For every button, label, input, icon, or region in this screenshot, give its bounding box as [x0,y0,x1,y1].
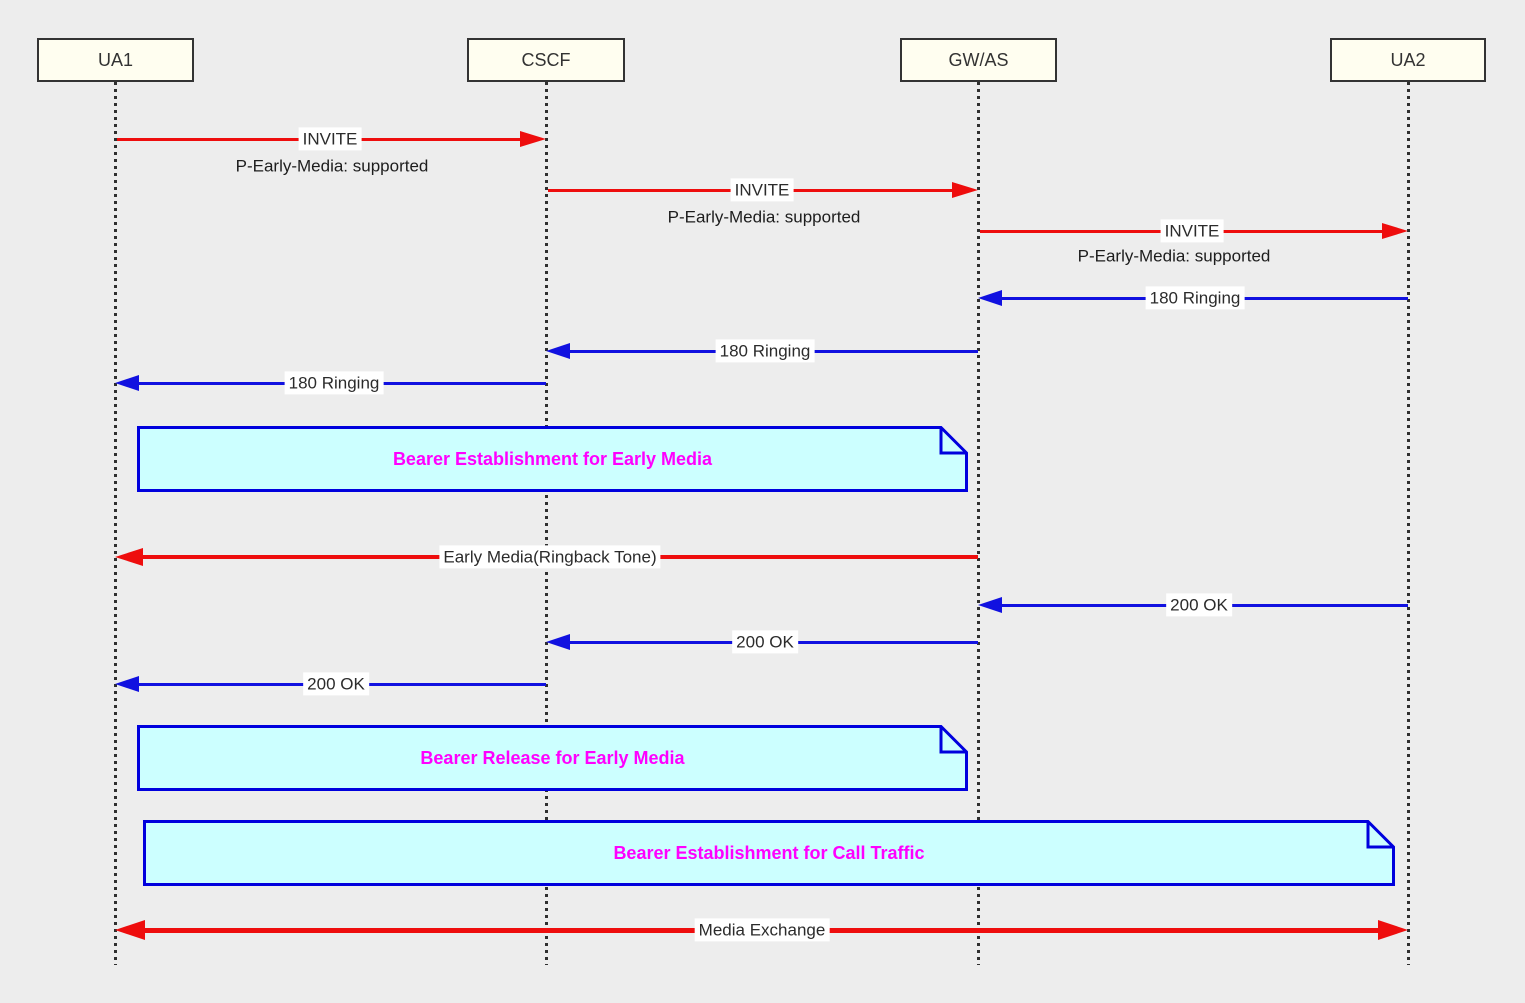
actor-label-gwas: GW/AS [948,49,1009,70]
note-text: Bearer Establishment for Call Traffic [613,842,925,863]
lifeline-gwas [977,82,980,965]
arrowhead-right-icon [1378,920,1408,940]
message-label: 180 Ringing [1145,286,1245,310]
message-label: 200 OK [1166,593,1232,617]
note-bearer-establishment-call-traffic: Bearer Establishment for Call Traffic [143,820,1395,886]
message-label: INVITE [1160,219,1224,243]
note-bearer-establishment-early-media: Bearer Establishment for Early Media [137,426,968,492]
message-sublabel: P-Early-Media: supported [667,207,861,227]
note-bearer-release-early-media: Bearer Release for Early Media [137,725,968,791]
arrowhead-left-icon [978,597,1002,613]
actor-box-ua1: UA1 [37,38,194,82]
note-text: Bearer Release for Early Media [420,747,685,768]
arrowhead-left-icon [115,375,139,391]
arrowhead-left-icon [115,920,145,940]
lifeline-ua2 [1407,82,1410,965]
actor-box-gwas: GW/AS [900,38,1057,82]
arrowhead-left-icon [546,634,570,650]
message-label: Early Media(Ringback Tone) [439,545,661,569]
actor-box-ua2: UA2 [1330,38,1486,82]
message-label: INVITE [730,178,794,202]
arrowhead-right-icon [952,182,978,198]
arrowhead-left-icon [115,548,143,566]
message-label: INVITE [298,127,362,151]
note-shape [137,725,968,791]
note-text: Bearer Establishment for Early Media [392,448,713,469]
message-label: 200 OK [303,672,369,696]
message-label: 180 Ringing [284,371,384,395]
arrowhead-left-icon [978,290,1002,306]
arrowhead-right-icon [1382,223,1408,239]
actor-box-cscf: CSCF [467,38,625,82]
note-shape [143,820,1395,886]
actor-label-ua2: UA2 [1390,49,1426,70]
arrowhead-left-icon [115,676,139,692]
message-label: 200 OK [732,630,798,654]
arrowhead-right-icon [520,131,546,147]
note-shape [137,426,968,492]
message-sublabel: P-Early-Media: supported [235,156,429,176]
actor-label-ua1: UA1 [97,49,133,70]
message-label: Media Exchange [694,918,830,942]
lifeline-ua1 [114,82,117,965]
actor-label-cscf: CSCF [521,49,571,70]
message-sublabel: P-Early-Media: supported [1077,246,1271,266]
lifeline-cscf [545,82,548,965]
arrowhead-left-icon [546,343,570,359]
message-label: 180 Ringing [715,339,815,363]
